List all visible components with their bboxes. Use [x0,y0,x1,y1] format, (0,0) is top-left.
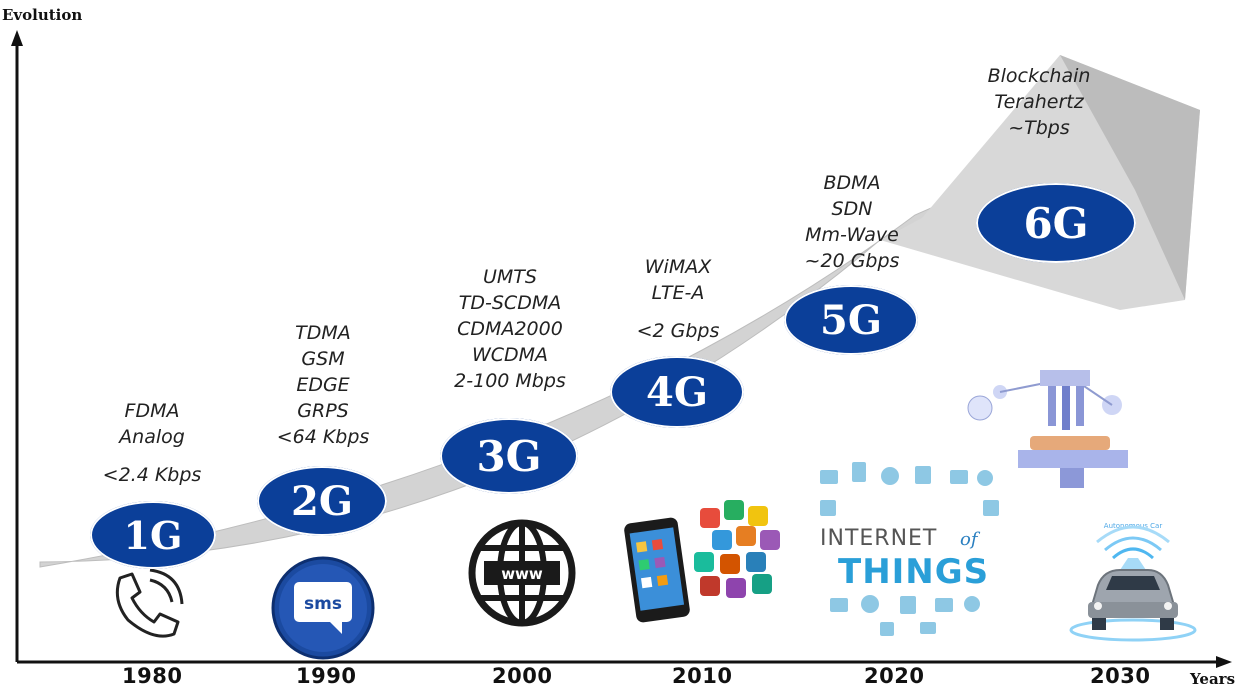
internet-of-things-icon: INTERNET of THINGS [820,462,999,636]
tech-spacer [637,306,720,318]
iot-of-text: of [960,529,981,550]
y-axis-arrowhead [11,30,23,46]
gen-1g-tech: FDMA Analog <2.4 Kbps [103,398,202,488]
gen-2g-badge: 2G [257,466,387,536]
gen-6g-badge: 6G [976,183,1136,263]
tech-line: GRPS [297,400,349,422]
tech-line: GSM [301,348,345,370]
tech-line: <64 Kbps [276,426,370,448]
tech-line: CDMA2000 [457,318,563,340]
gen-4g-tech: WiMAX LTE-A <2 Gbps [637,254,720,344]
x-axis-label: Years [1190,670,1236,688]
iot-things-text: THINGS [838,552,989,592]
tech-line: EDGE [296,374,350,396]
year-label: 2030 [1090,664,1151,688]
tech-line: 2-100 Mbps [454,370,566,392]
tech-line: WCDMA [471,344,549,366]
y-axis-label: Evolution [2,6,83,24]
year-label: 1980 [122,664,183,688]
tech-line: BDMA [823,172,881,194]
www-globe-icon: www [468,519,576,627]
tech-line: ~Tbps [1008,117,1070,139]
gen-5g-tech: BDMA SDN Mm-Wave ~20 Gbps [805,170,900,274]
gen-6g-tech: Blockchain Terahertz ~Tbps [988,63,1091,141]
tech-line: SDN [831,198,873,220]
autonomous-car-icon: Autonomous Car [1069,522,1197,642]
year-label: 2000 [492,664,553,688]
year-label: 2010 [672,664,733,688]
gen-3g-badge: 3G [440,418,578,494]
tech-line: Blockchain [987,65,1091,87]
tech-line: WiMAX [644,256,712,278]
year-label: 1990 [296,664,357,688]
tech-line: Analog [119,426,185,448]
gen-5g-badge: 5G [784,285,918,355]
sms-icon: sms [271,556,375,660]
sms-label: sms [304,594,342,614]
tech-line: Terahertz [994,91,1084,113]
tech-spacer [103,450,202,462]
robotic-surgery-icon [967,370,1128,488]
gen-1g-badge: 1G [90,501,216,569]
www-label: www [501,565,543,583]
iot-internet-text: INTERNET [820,526,937,551]
smartphone-apps-icon [624,500,780,623]
tech-line: LTE-A [651,282,705,304]
axes [11,30,1232,668]
tech-line: Mm-Wave [805,224,899,246]
x-axis-arrowhead [1216,656,1232,668]
gen-2g-tech: TDMA GSM EDGE GRPS <64 Kbps [277,320,370,450]
tech-line: ~20 Gbps [804,250,900,272]
year-label: 2020 [864,664,925,688]
tech-line: <2.4 Kbps [102,464,202,486]
gen-3g-tech: UMTS TD-SCDMA CDMA2000 WCDMA 2-100 Mbps [454,264,566,394]
phone-icon [115,568,184,638]
gen-4g-badge: 4G [610,356,744,428]
arrow-head-shade [1060,55,1200,300]
tech-line: TDMA [295,322,351,344]
tech-line: FDMA [124,400,180,422]
tech-line: UMTS [483,266,537,288]
tech-line: <2 Gbps [636,320,720,342]
tech-line: TD-SCDMA [458,292,562,314]
